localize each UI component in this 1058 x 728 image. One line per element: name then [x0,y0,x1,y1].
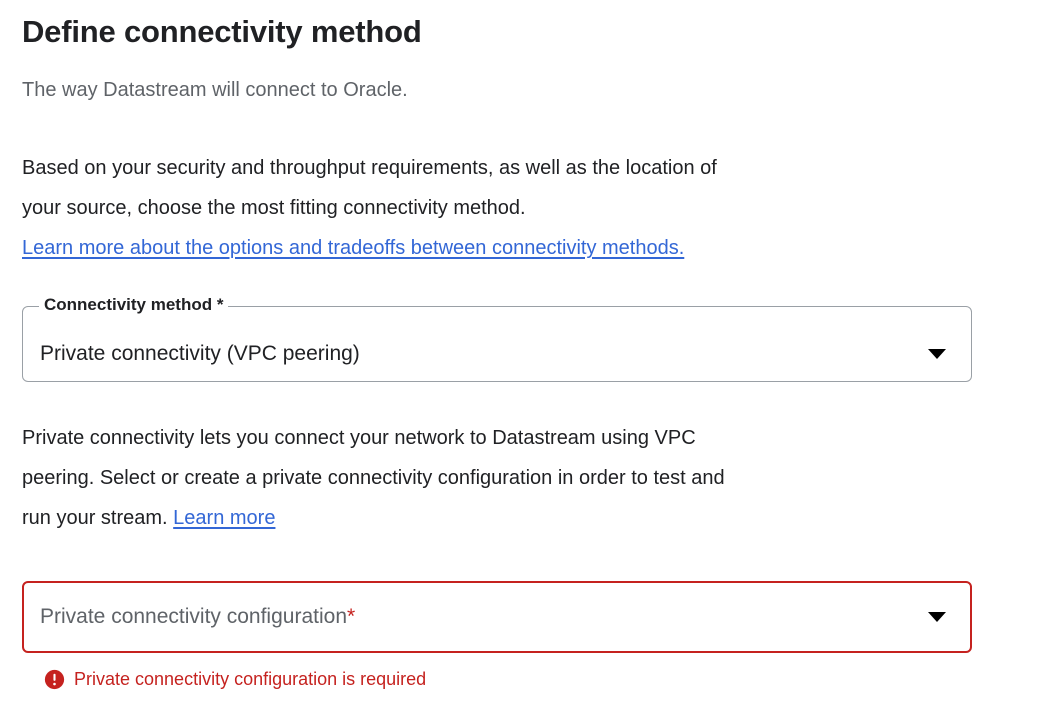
chevron-down-icon[interactable] [928,349,946,359]
description-line-2: peering. Select or create a private conn… [22,467,725,489]
page-subtitle: The way Datastream will connect to Oracl… [22,79,408,101]
intro-paragraph-line-1: Based on your security and throughput re… [22,157,717,179]
error-message: Private connectivity configuration is re… [74,669,427,689]
error-circle-icon [44,669,65,689]
private-connectivity-configuration-select[interactable]: Private connectivity configuration* [22,581,972,653]
required-asterisk: * [347,605,356,628]
connectivity-method-select[interactable]: Connectivity method * Private connectivi… [22,294,972,382]
connectivity-method-value: Private connectivity (VPC peering) [40,342,360,365]
private-connectivity-placeholder: Private connectivity configuration* [40,603,355,631]
description-line-3-prefix: run your stream. [22,507,168,529]
private-connectivity-learn-more-link[interactable]: Learn more [173,507,276,529]
private-connectivity-placeholder-text: Private connectivity configuration [40,605,347,628]
connectivity-method-label: Connectivity method * [40,294,228,316]
page-title: Define connectivity method [22,14,422,49]
description-line-1: Private connectivity lets you connect yo… [22,427,696,449]
intro-paragraph-line-2: your source, choose the most fitting con… [22,197,526,219]
description-line-3: run your stream. Learn more [22,498,947,538]
intro-block: Based on your security and throughput re… [22,148,942,268]
intro-link-paragraph: Learn more about the options and tradeof… [22,228,942,268]
chevron-down-icon[interactable] [928,612,946,622]
connectivity-methods-learn-more-link[interactable]: Learn more about the options and tradeof… [22,237,685,259]
private-connectivity-description: Private connectivity lets you connect yo… [22,418,947,538]
private-connectivity-error: Private connectivity configuration is re… [44,668,426,690]
